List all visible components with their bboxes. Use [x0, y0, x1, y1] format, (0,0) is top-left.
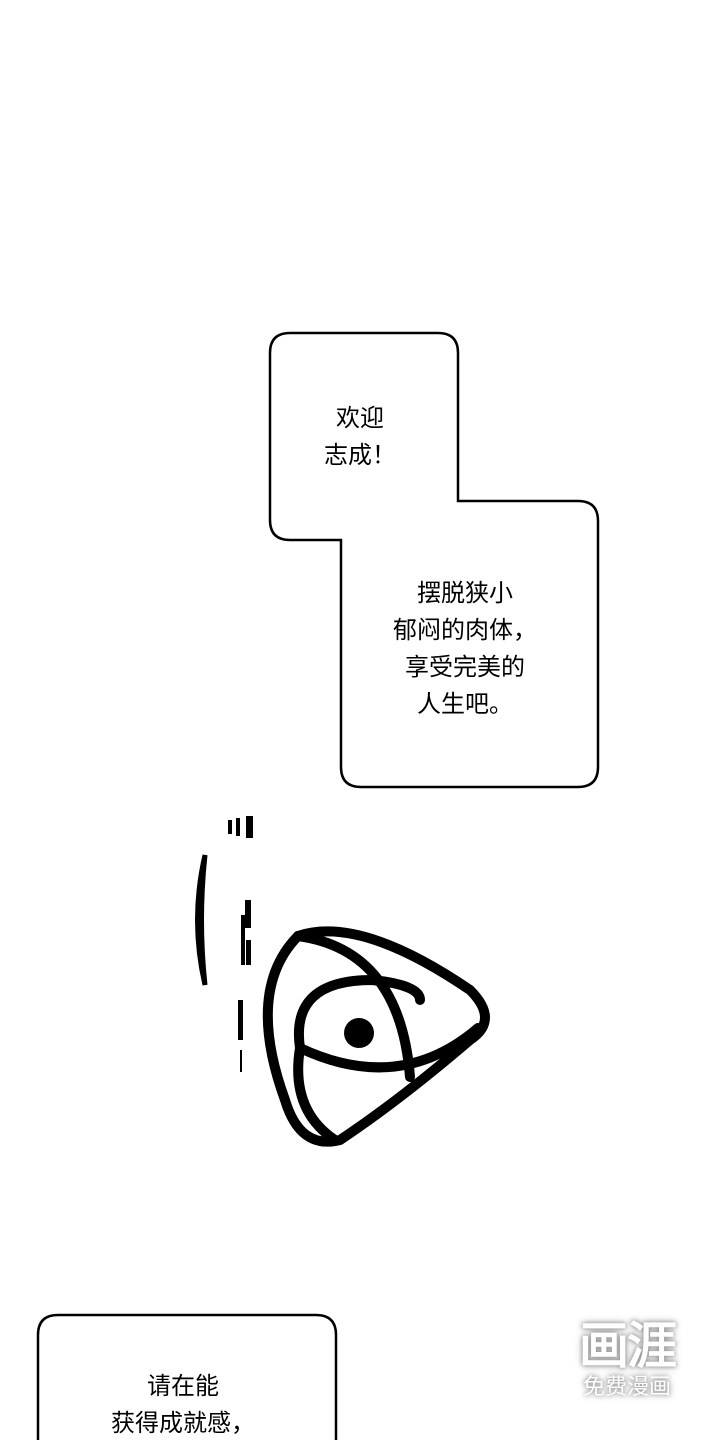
glitch-marks [195, 816, 253, 1072]
text-line: 摆脱狭小 [417, 579, 513, 607]
text-line: 志成！ [324, 441, 396, 469]
text-line: 人生吧。 [417, 690, 513, 718]
eye-symbol-icon [262, 926, 490, 1147]
bubble-welcome-text: 欢迎志成！ [300, 400, 420, 474]
watermark-tagline: 免费漫画 [582, 1375, 671, 1400]
bubble-bottom-text: 请在能获得成就感， [83, 1368, 283, 1442]
text-line: 请在能 [147, 1372, 219, 1400]
text-line: 欢迎 [336, 404, 384, 432]
bubble-escape-text: 摆脱狭小郁闷的肉体， 享受完美的人生吧。 [365, 575, 565, 723]
watermark-logo: 画涯 免费漫画 [566, 1318, 688, 1402]
watermark-logo-text: 画涯 [579, 1317, 677, 1375]
speech-bubble-bottom [36, 1313, 338, 1440]
eye-pupil [344, 1018, 374, 1048]
text-line: 获得成就感， [111, 1409, 255, 1437]
text-line: 享受完美的 [405, 653, 525, 681]
text-line: 郁闷的肉体， [393, 616, 537, 644]
speech-bubble-welcome [268, 331, 600, 789]
